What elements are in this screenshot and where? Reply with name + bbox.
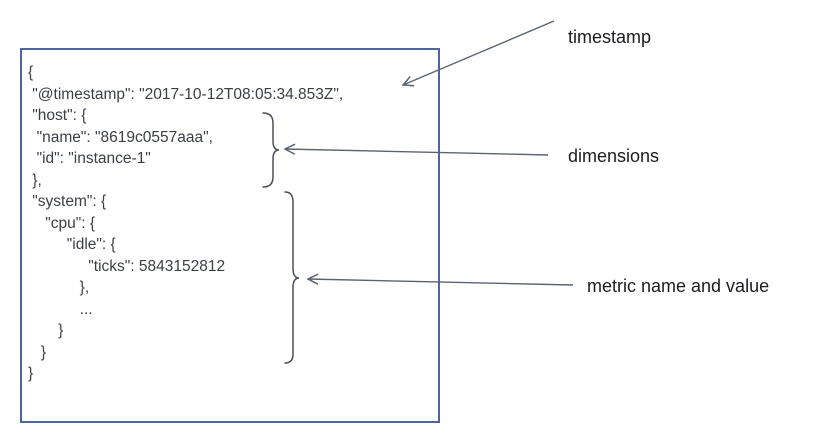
dimensions-label: dimensions [568, 146, 660, 166]
json-code-line-system-open: "system": { [28, 193, 107, 210]
json-document-box: { "@timestamp": "2017-10-12T08:05:34.853… [20, 48, 440, 423]
json-code-line-idle-close: }, [28, 279, 90, 296]
json-code-line-root-close: } [28, 365, 34, 382]
timestamp-label: timestamp [568, 27, 652, 47]
json-code-line-cpu-close: } [28, 322, 64, 339]
json-code-line-cpu-open: "cpu": { [28, 214, 96, 232]
json-code-line-host-close: }, [28, 171, 42, 189]
json-code-line-host-open: "host": { [28, 107, 87, 124]
json-code-line-system-close: } [28, 343, 47, 361]
json-code-line-idle-open: "idle": { [28, 236, 116, 253]
json-code-line-host-id: "id": "instance-1" [28, 150, 151, 167]
json-code-block: { "@timestamp": "2017-10-12T08:05:34.853… [22, 50, 438, 385]
json-code-line-ticks: "ticks": 5843152812 [28, 257, 226, 275]
json-code-line-timestamp: "@timestamp": "2017-10-12T08:05:34.853Z"… [28, 85, 344, 103]
json-code-line-ellipsis: ... [28, 300, 93, 318]
json-code-line-host-name: "name": "8619c0557aaa", [28, 128, 213, 146]
metric-name-value-label: metric name and value [587, 276, 770, 296]
json-code-line: { [28, 64, 34, 81]
